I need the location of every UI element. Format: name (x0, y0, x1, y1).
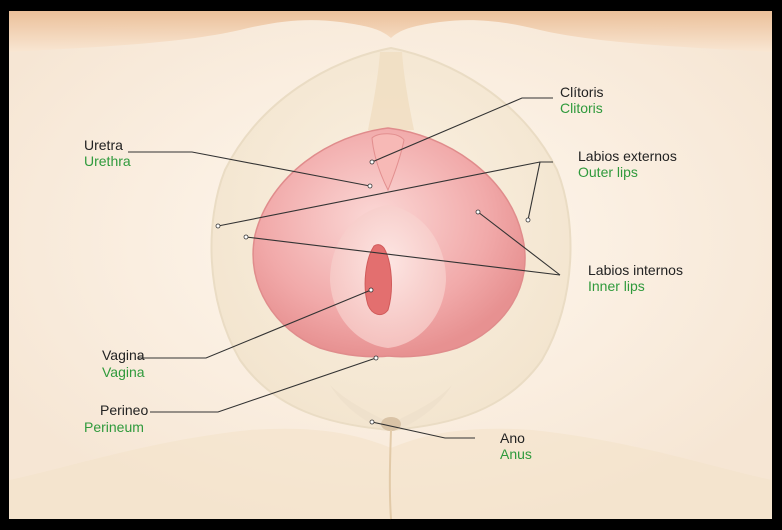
marker-dot-inner-lips-lower (244, 235, 248, 239)
label-perineum-es: Perineo (100, 402, 148, 418)
marker-dot-anus (370, 420, 374, 424)
marker-dot-inner-lips-upper (476, 210, 480, 214)
label-clitoris-es: Clítoris (560, 84, 604, 100)
label-inner-lips-en: Inner lips (588, 278, 645, 294)
label-anus-en: Anus (500, 446, 532, 462)
vaginal-opening (365, 245, 391, 315)
label-clitoris-en: Clitoris (560, 100, 603, 116)
label-urethra-en: Urethra (84, 153, 131, 169)
label-inner-lips-es: Labios internos (588, 262, 683, 278)
buttocks-cleft (390, 430, 391, 519)
label-outer-lips-en: Outer lips (578, 164, 638, 180)
label-urethra-es: Uretra (84, 137, 123, 153)
anus-shape (381, 417, 401, 431)
marker-dot-outer-lips-right (526, 218, 530, 222)
marker-dot-outer-lips (216, 224, 220, 228)
label-vagina-en: Vagina (102, 364, 145, 380)
label-perineum-en: Perineum (84, 419, 144, 435)
marker-dot-clitoris (370, 160, 374, 164)
marker-dot-vagina (369, 288, 373, 292)
label-outer-lips-es: Labios externos (578, 148, 677, 164)
marker-dot-urethra (368, 184, 372, 188)
marker-dot-perineum (374, 356, 378, 360)
label-vagina-es: Vagina (102, 347, 145, 363)
label-anus-es: Ano (500, 430, 525, 446)
